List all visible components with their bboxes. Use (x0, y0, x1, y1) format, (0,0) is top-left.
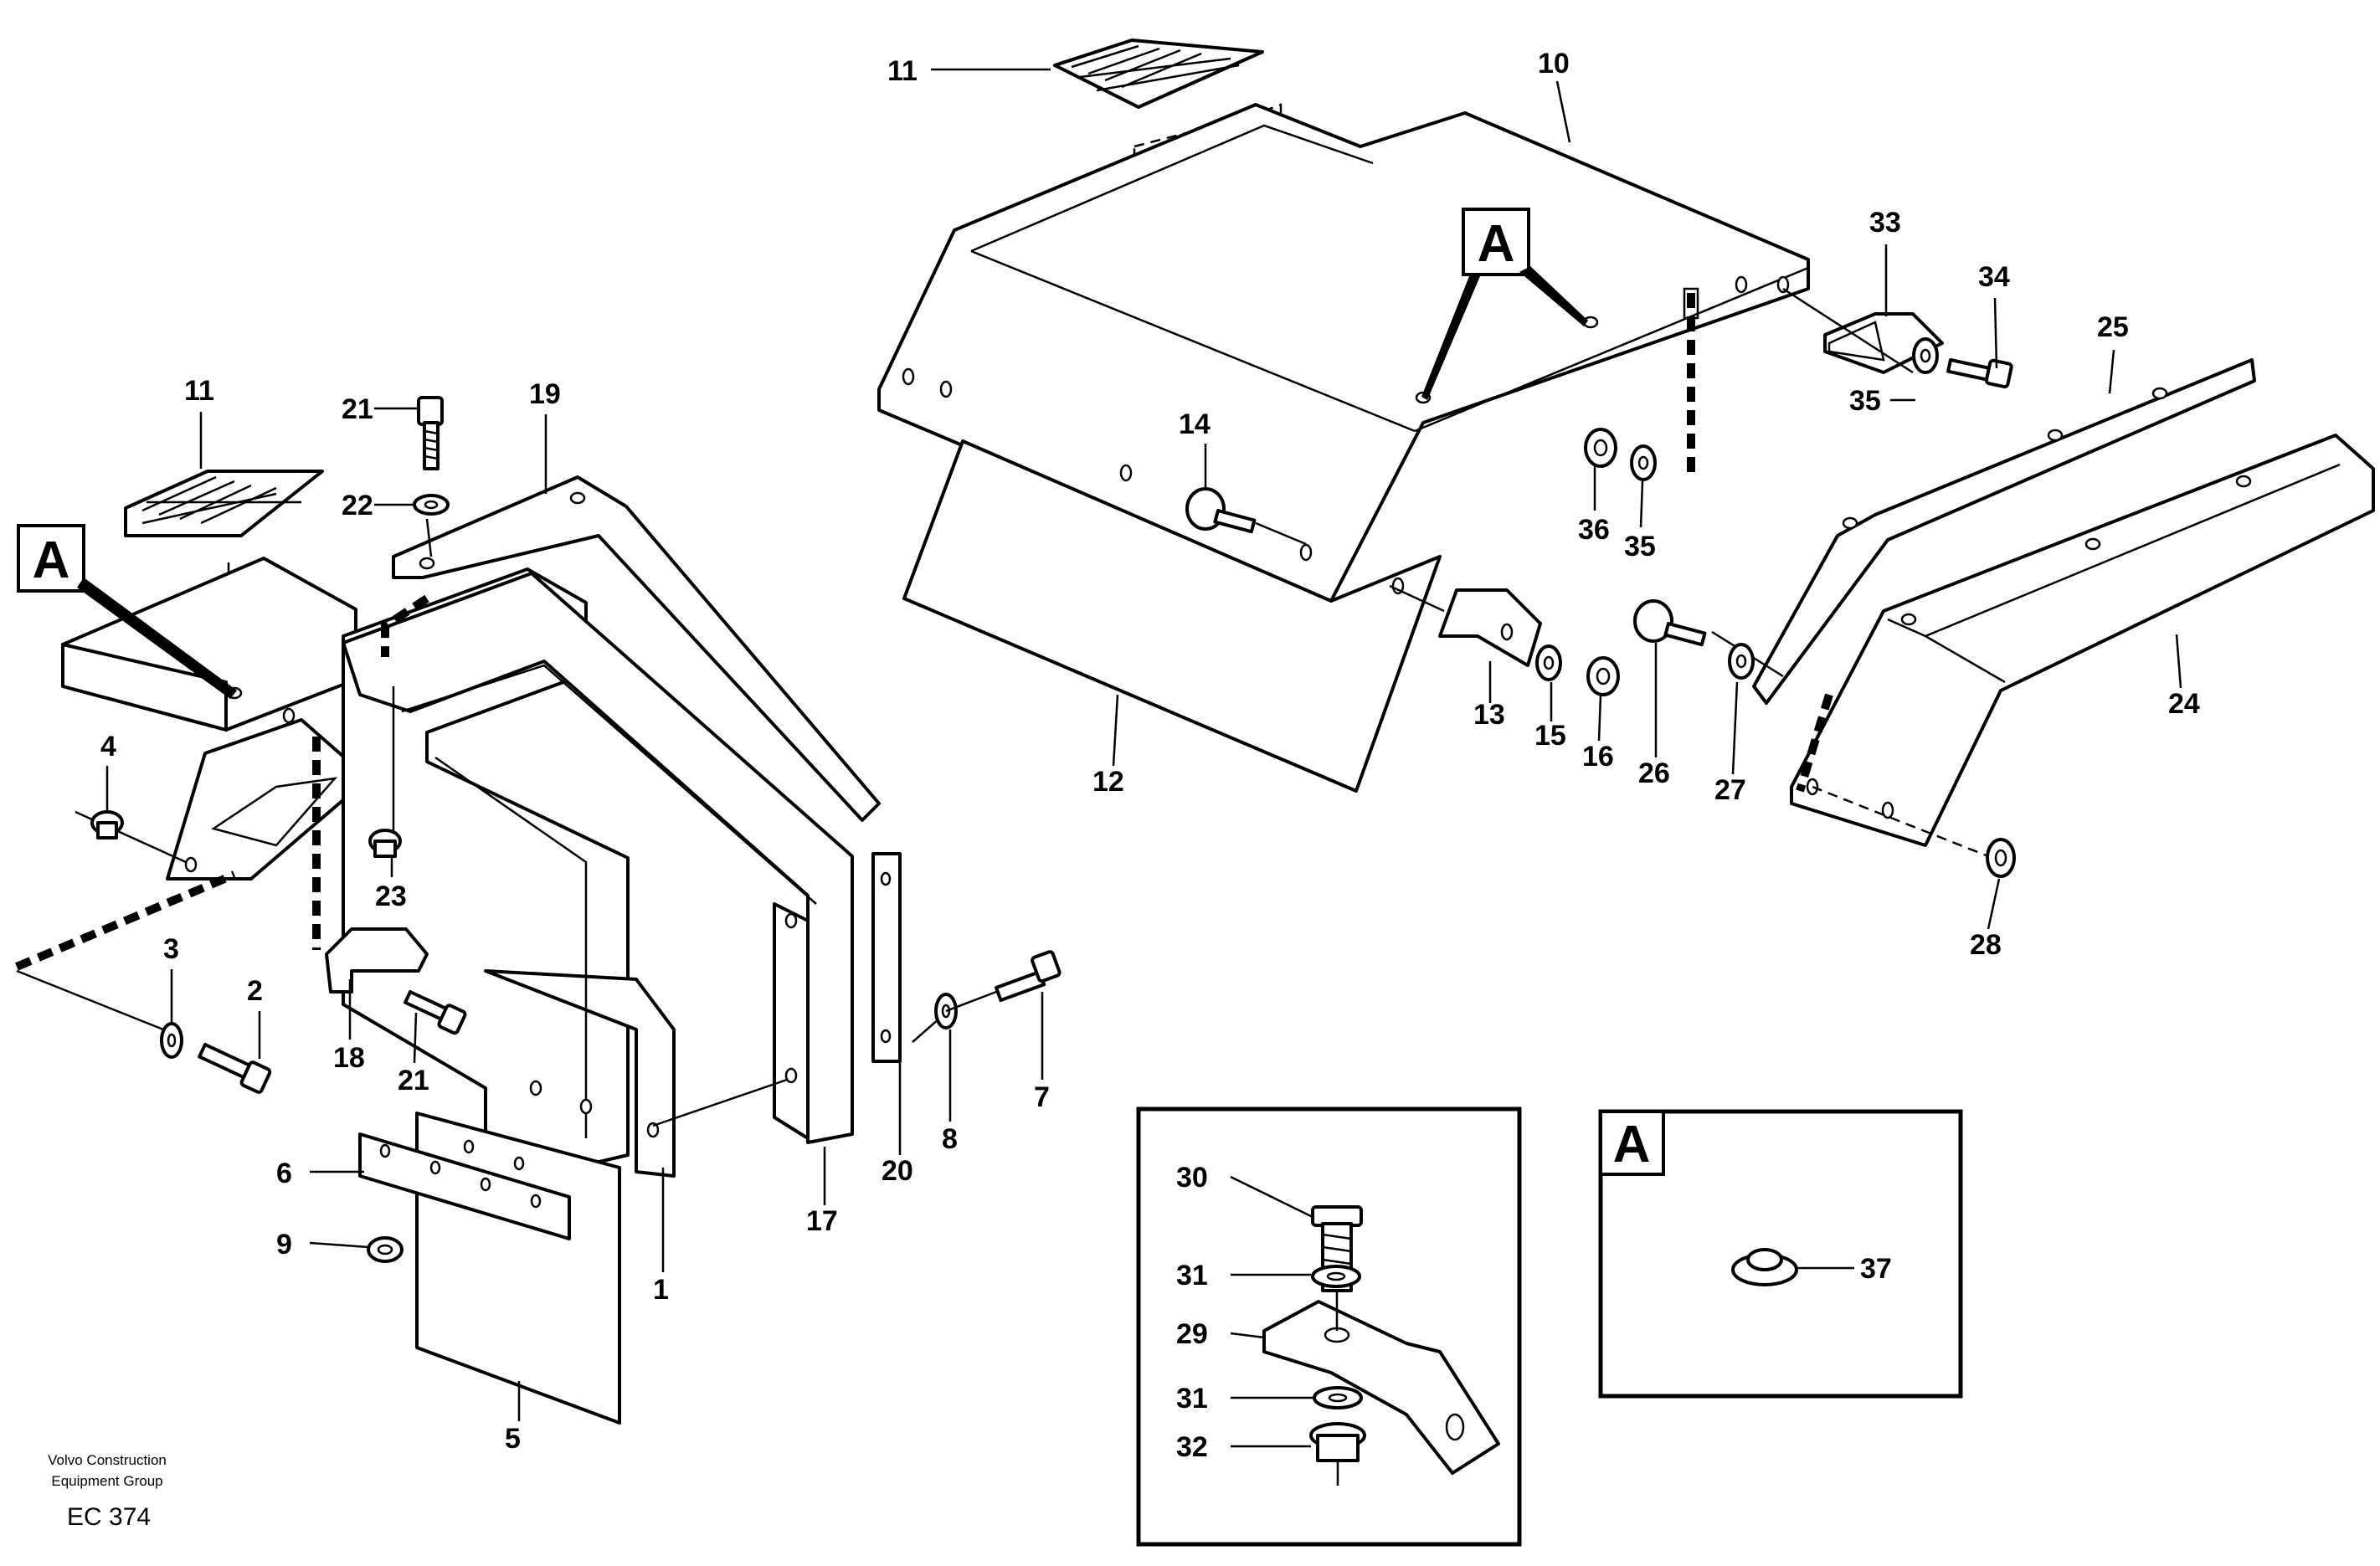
svg-text:A: A (33, 531, 70, 589)
panel-part-12 (902, 439, 1442, 793)
bolt-26 (1633, 599, 1707, 647)
callout-27: 27 (1714, 774, 1746, 806)
bolt-34 (1946, 358, 2013, 389)
left-support-bracket (166, 718, 370, 881)
callout-35-left: 35 (1624, 531, 1656, 562)
footer-company-line2: Equipment Group (51, 1473, 162, 1489)
nut-36 (1584, 428, 1617, 468)
washer-22 (413, 494, 450, 516)
callout-23: 23 (375, 881, 407, 912)
top-cover-assembly (877, 39, 2013, 793)
callout-37: 37 (1860, 1253, 1892, 1285)
left-fender-assembly (15, 396, 1061, 1425)
bolt-2 (198, 1043, 272, 1094)
callout-5: 5 (505, 1423, 521, 1455)
washer-3 (160, 1022, 183, 1059)
nut-4 (90, 810, 124, 839)
callout-35-right: 35 (1849, 385, 1881, 417)
bolt-21-lower (404, 990, 467, 1035)
callout-8: 8 (942, 1123, 958, 1155)
callout-7: 7 (1034, 1081, 1050, 1113)
callout-32: 32 (1176, 1431, 1208, 1463)
callout-21-top: 21 (342, 393, 373, 425)
callout-15: 15 (1534, 720, 1566, 752)
callout-26: 26 (1638, 757, 1670, 789)
callout-31-top: 31 (1176, 1260, 1208, 1291)
callout-36: 36 (1578, 514, 1610, 546)
washer-31-top (1311, 1265, 1361, 1288)
bracket-part-13 (1438, 588, 1542, 667)
callout-3: 3 (163, 933, 179, 965)
nut-23 (368, 829, 402, 858)
nut-28 (1986, 838, 2016, 878)
bracket-part-19 (392, 475, 881, 822)
nut-32 (1309, 1422, 1366, 1486)
step-plate-top (1053, 39, 1264, 109)
fender-part-24 (1790, 434, 2375, 847)
callout-2: 2 (247, 975, 263, 1007)
footer: Volvo Construction Equipment Group EC 37… (48, 1452, 167, 1531)
bolt-30 (1311, 1205, 1363, 1292)
callout-11-left: 11 (184, 375, 214, 407)
nut-37 (1731, 1248, 1798, 1286)
callout-1: 1 (653, 1274, 669, 1306)
detail-box-mounting (1136, 1106, 1522, 1547)
svg-text:A: A (1478, 215, 1515, 273)
bracket-part-25 (1752, 358, 2256, 705)
view-marker-A-left: A (17, 524, 237, 699)
nut-9 (367, 1236, 404, 1263)
callout-4: 4 (100, 731, 116, 762)
view-marker-A-top: A (1421, 208, 1588, 400)
callout-9: 9 (276, 1229, 292, 1261)
callout-12: 12 (1092, 766, 1124, 798)
callout-22: 22 (342, 490, 373, 521)
callout-31-bottom: 31 (1176, 1383, 1208, 1415)
right-fender-assembly (1633, 358, 2375, 878)
bolt-21-top (417, 396, 444, 470)
callout-20: 20 (882, 1155, 913, 1187)
callout-33: 33 (1869, 207, 1901, 239)
callout-6: 6 (276, 1158, 292, 1189)
bracket-part-29 (1262, 1300, 1500, 1475)
callout-34: 34 (1978, 261, 2010, 293)
callouts: 11 10 33 34 25 35 14 36 35 13 15 16 12 2… (100, 48, 2200, 1463)
left-tray-bracket (61, 557, 357, 732)
fender-part-17 (342, 572, 854, 1144)
bracket-part-18 (325, 927, 429, 994)
callout-24: 24 (2168, 688, 2200, 720)
nut-16 (1586, 656, 1620, 696)
callout-13: 13 (1473, 699, 1505, 731)
washer-27 (1728, 643, 1755, 680)
callout-30: 30 (1176, 1162, 1208, 1194)
footer-code: EC 374 (67, 1503, 151, 1531)
washer-31-bottom (1313, 1386, 1363, 1409)
view-label-A-detail: A (1613, 1116, 1651, 1173)
callout-10: 10 (1538, 48, 1570, 80)
washer-35b (1912, 337, 1939, 374)
detail-box-A: A (1598, 1109, 1963, 1399)
callout-18: 18 (333, 1042, 365, 1074)
callout-14: 14 (1179, 408, 1211, 440)
callout-25: 25 (2097, 311, 2129, 343)
callout-21-lower: 21 (398, 1065, 429, 1096)
strip-part-20 (871, 852, 902, 1063)
callout-28: 28 (1970, 929, 2002, 961)
mudflap-part-5 (358, 1112, 621, 1425)
washer-35a (1630, 444, 1657, 481)
callout-16: 16 (1582, 741, 1614, 773)
washer-15 (1535, 644, 1562, 681)
callout-29: 29 (1176, 1318, 1208, 1350)
footer-company-line1: Volvo Construction (48, 1452, 167, 1468)
callout-11-top: 11 (887, 55, 918, 87)
callout-17: 17 (806, 1205, 838, 1237)
callout-19: 19 (529, 378, 561, 410)
bolt-7 (995, 950, 1061, 1003)
